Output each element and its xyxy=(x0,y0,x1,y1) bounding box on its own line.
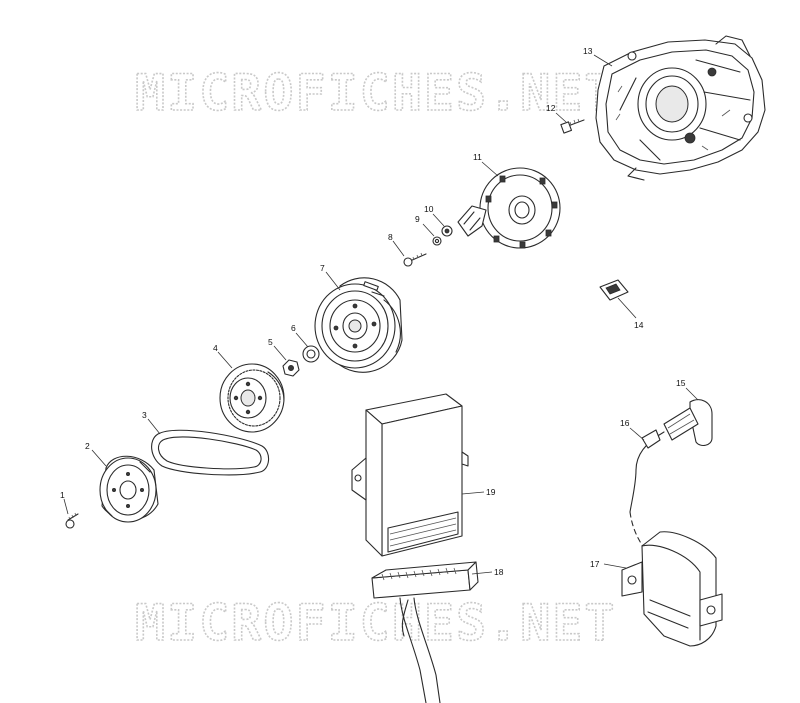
spark-plug-cap-part-15[interactable] xyxy=(663,399,713,447)
watermark-top: MICROFICHES.NET xyxy=(135,64,617,122)
stator-plate-part-11[interactable] xyxy=(457,167,561,249)
washer-part-6[interactable] xyxy=(302,345,320,363)
washer-part-10[interactable] xyxy=(441,225,453,237)
callout-17: 17 xyxy=(590,559,600,569)
callout-18: 18 xyxy=(494,567,504,577)
callout-7: 7 xyxy=(320,263,325,273)
wire-harness-connector-part-18[interactable] xyxy=(371,561,479,703)
callout-6: 6 xyxy=(291,323,296,333)
callout-2: 2 xyxy=(85,441,90,451)
callout-9: 9 xyxy=(415,214,420,224)
cdi-box-part-19[interactable] xyxy=(351,393,469,557)
watermark-bottom: MICROFICHES.NET xyxy=(135,594,617,652)
callout-10: 10 xyxy=(424,204,434,214)
callout-19: 19 xyxy=(486,487,496,497)
callout-16: 16 xyxy=(620,418,630,428)
callout-13: 13 xyxy=(583,46,593,56)
bolt-part-12[interactable] xyxy=(560,118,585,134)
callout-12: 12 xyxy=(546,103,556,113)
ignition-coil-part-17[interactable] xyxy=(621,531,723,647)
callout-5: 5 xyxy=(268,337,273,347)
callout-11: 11 xyxy=(473,152,482,162)
callout-8: 8 xyxy=(388,232,393,242)
driven-pulley-part-2[interactable] xyxy=(99,455,159,523)
callout-15: 15 xyxy=(676,378,686,388)
callout-4: 4 xyxy=(213,343,218,353)
nut-part-5[interactable] xyxy=(282,359,300,377)
ignition-lead-part-16[interactable] xyxy=(629,429,665,549)
nut-part-9[interactable] xyxy=(432,236,442,246)
callout-1: 1 xyxy=(60,490,65,500)
drive-belt-part-3[interactable] xyxy=(151,429,270,476)
clip-part-14[interactable] xyxy=(599,279,629,301)
callout-14: 14 xyxy=(634,320,644,330)
flywheel-part-7[interactable] xyxy=(314,277,403,373)
drive-gear-part-4[interactable] xyxy=(219,363,285,433)
screw-part-1[interactable] xyxy=(65,512,79,529)
screw-part-8[interactable] xyxy=(403,252,427,267)
callout-3: 3 xyxy=(142,410,147,420)
crankcase-cover-part-13[interactable] xyxy=(595,35,766,181)
